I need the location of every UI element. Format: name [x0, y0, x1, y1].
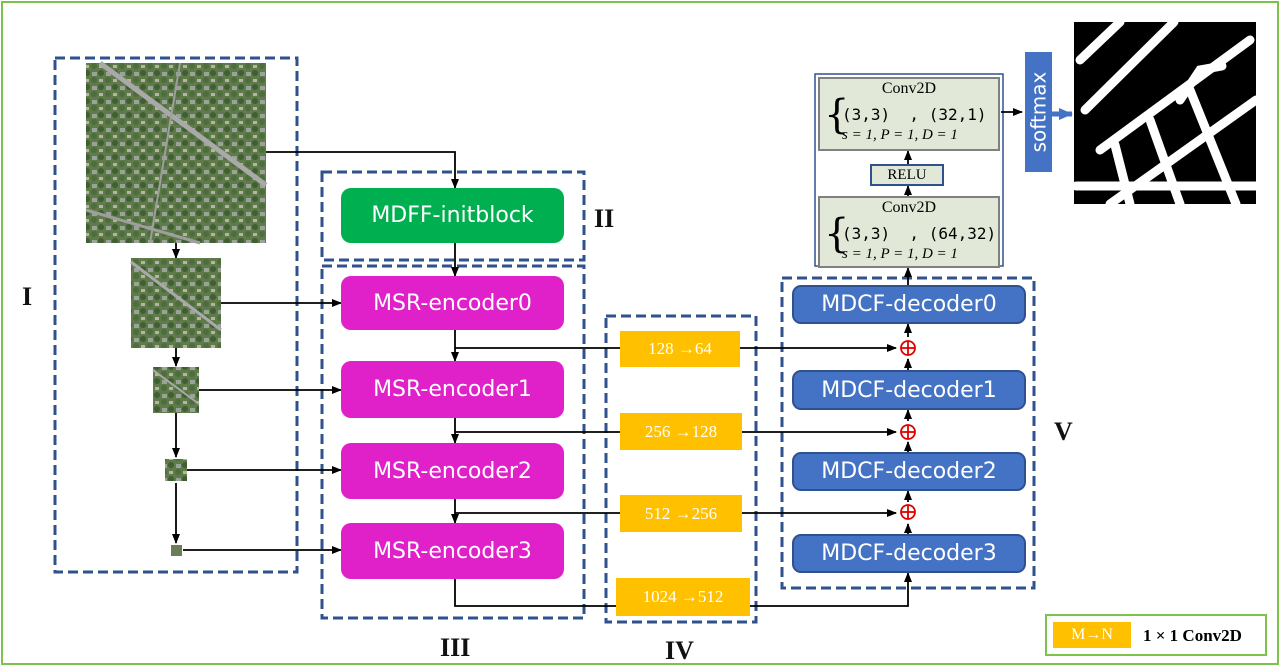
legend-swatch: M→N	[1053, 622, 1131, 648]
channel-reduce-1: 256 →128	[620, 413, 742, 450]
channel-reduce-2: 512 →256	[620, 495, 742, 532]
mdcf-decoder1: MDCF-decoder1	[792, 370, 1026, 410]
section-label-II: II	[594, 204, 615, 233]
msr-encoder3: MSR-encoder3	[341, 523, 564, 579]
legend-text: 1 × 1 Conv2D	[1143, 626, 1242, 645]
section-label-V: V	[1054, 417, 1073, 446]
mdcf-decoder2: MDCF-decoder2	[792, 452, 1026, 491]
conv2d-title: Conv2D	[881, 80, 937, 97]
brace-icon: {	[824, 211, 850, 257]
mdcf-decoder0: MDCF-decoder0	[792, 285, 1026, 324]
conv2d-params-line: s = 1, P = 1, D = 1	[842, 127, 958, 143]
mdff-initblock: MDFF-initblock	[341, 188, 564, 243]
section-box-IV	[604, 314, 758, 624]
aerial-image-icon	[85, 60, 268, 556]
section-box-III	[320, 264, 586, 620]
brace-icon: {	[824, 92, 850, 138]
msr-encoder1: MSR-encoder1	[341, 361, 564, 418]
conv2d-block-bottom: Conv2D { (3,3) , (64,32) s = 1, P = 1, D…	[818, 196, 1000, 268]
section-box-II	[320, 170, 586, 262]
msr-encoder0: MSR-encoder0	[341, 276, 564, 330]
section-label-I: I	[22, 282, 33, 311]
channel-reduce-0: 128 →64	[620, 331, 740, 367]
channel-reduce-3: 1024 →512	[616, 578, 750, 616]
add-icon	[900, 340, 916, 520]
conv2d-block-top: Conv2D { (3,3) , (32,1) s = 1, P = 1, D …	[818, 77, 1000, 151]
section-label-IV: IV	[665, 636, 694, 665]
mdcf-decoder3: MDCF-decoder3	[792, 534, 1026, 573]
section-box-I	[53, 56, 299, 574]
conv2d-title: Conv2D	[881, 199, 937, 216]
conv2d-kernel-line: (3,3) , (64,32)	[842, 224, 997, 243]
road-mask-icon	[1071, 17, 1261, 209]
msr-encoder2: MSR-encoder2	[341, 443, 564, 499]
softmax-label: softmax	[1026, 71, 1051, 153]
conv2d-params-line: s = 1, P = 1, D = 1	[842, 246, 958, 262]
relu-block: RELU	[870, 164, 944, 186]
legend: M→N 1 × 1 Conv2D	[1045, 614, 1267, 656]
softmax-block: softmax	[1025, 52, 1052, 172]
conv2d-kernel-line: (3,3) , (32,1)	[842, 105, 987, 124]
section-label-III: III	[440, 633, 471, 662]
